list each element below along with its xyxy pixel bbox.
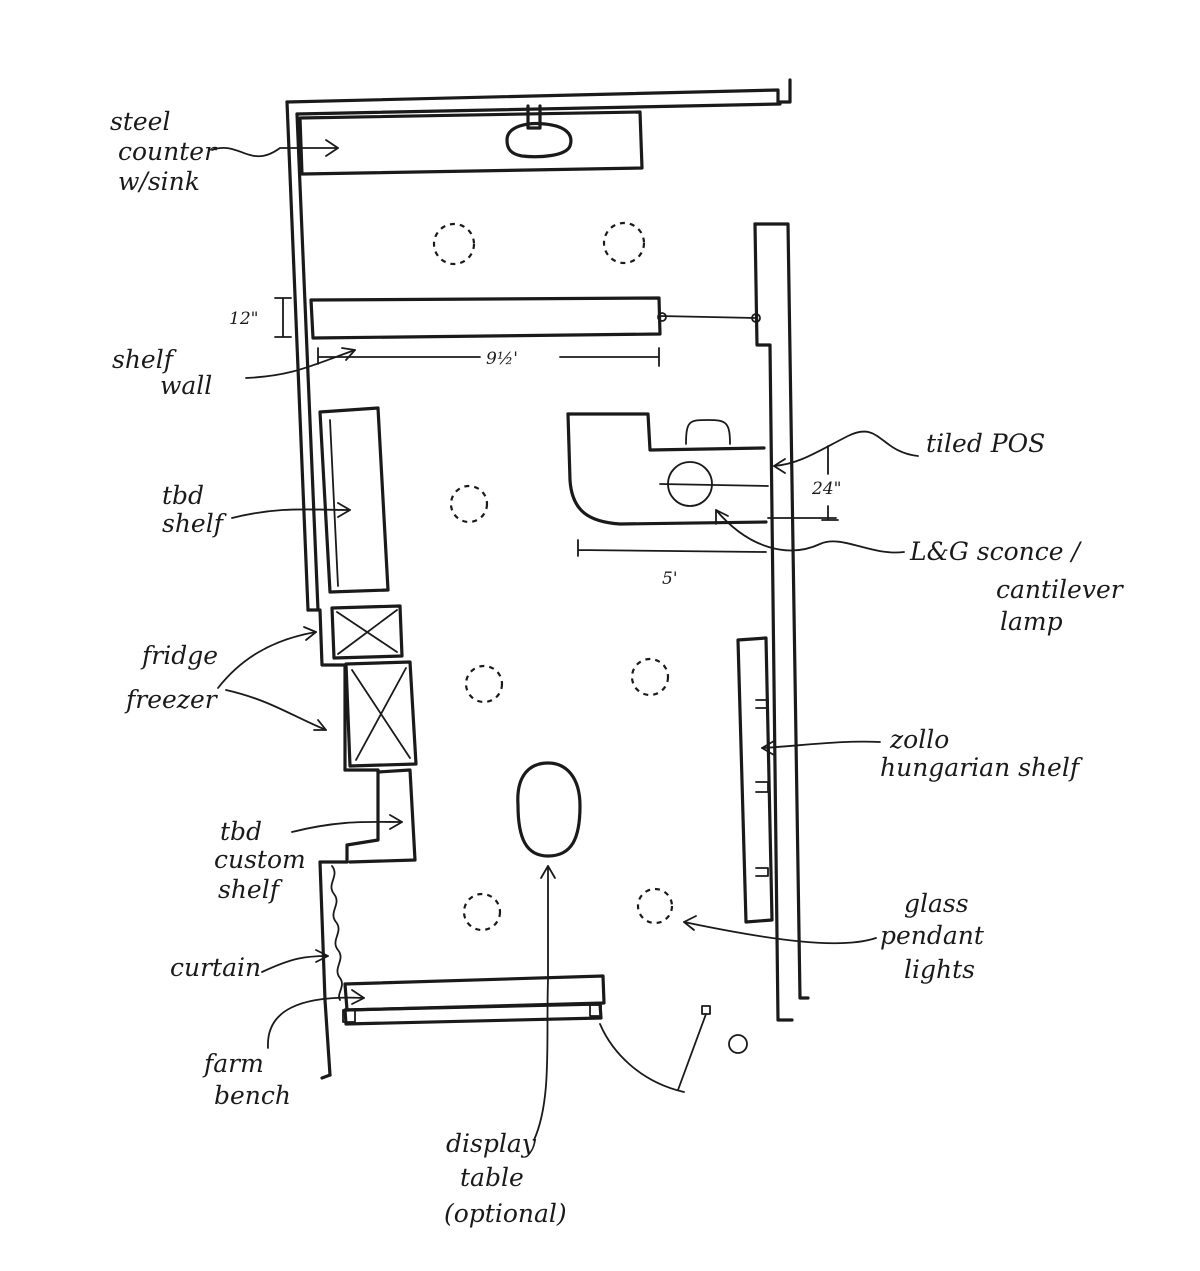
tbd-shelf-label: tbd shelf [162,481,227,538]
pendant-light-icon [602,221,646,265]
pendant-light-icon [462,892,502,932]
freezer [344,660,418,768]
display-table-label: display table (optional) [444,1129,567,1228]
pendant-light-icon [630,657,670,697]
tbd-shelf [318,406,390,594]
dimension-labels: 12" 9½' 24" 5' [229,309,841,589]
shelf-depth-dimension: 12" [229,309,258,329]
steel-counter [298,104,644,176]
zollo-shelf-label: zollo hungarian shelf [880,725,1083,782]
shelf-wall [274,296,761,367]
shelf-length-dimension: 9½' [486,349,518,369]
fridge [330,604,404,660]
shelf-wall-label: shelf wall [112,345,212,400]
pendant-light-icon [464,664,504,704]
farm-bench-label: farm bench [202,1049,291,1110]
tbd-custom-shelf-label: tbd custom shelf [214,817,314,904]
pendant-lights-label: glass pendant lights [880,889,992,984]
entry-door [599,1005,748,1093]
fridge-freezer-label: fridge freezer [124,641,226,714]
tiled-pos-label: tiled POS [926,429,1045,458]
pos-length-dimension: 5' [662,569,678,589]
steel-counter-label: steel counter w/sink [110,107,224,196]
pendant-light-icon [636,887,674,925]
tiled-pos [566,412,839,557]
tbd-custom-shelf [348,768,417,864]
curtain [330,865,343,1001]
leader-arrows [211,139,919,1141]
curtain-label: curtain [170,953,261,982]
floor-plan-walls [285,78,810,1080]
zollo-hungarian-shelf [736,636,774,924]
pos-depth-dimension: 24" [811,479,841,499]
annotation-labels: steel counter w/sink shelf wall tbd shel… [110,107,1131,1228]
display-table [516,761,582,858]
sconce-label: L&G sconce / cantilever lamp [909,537,1131,636]
pendant-light-icon [449,484,489,524]
farm-bench [342,974,606,1026]
pendant-light-icon [432,222,476,266]
pendant-lights [432,221,674,932]
